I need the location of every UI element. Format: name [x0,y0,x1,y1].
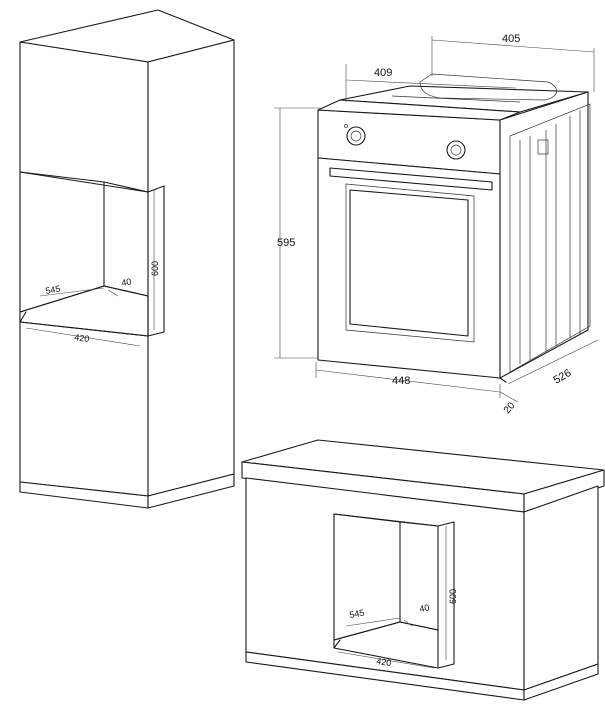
tall-cabinet-plinth-side [147,473,235,509]
under-cabinet-side [523,485,599,691]
under-dim-width: 420 [376,656,392,668]
knob-right-icon [446,140,466,160]
tall-dim-gap: 40 [121,276,133,288]
oven-dim-depth-side: 526 [552,367,574,387]
tall-dim-depth: 545 [45,284,62,296]
under-dim-depth: 545 [349,608,366,620]
under-dim-height: 600 [448,589,458,604]
tall-dim-height: 600 [150,261,160,276]
under-cabinet: 545 40 600 420 [241,439,605,701]
oven-top-duct [419,73,557,101]
oven-window [349,189,469,337]
oven-dim-depth-top: 409 [374,67,392,79]
oven-dim-height: 595 [277,237,295,249]
oven-handle [329,167,493,191]
under-cabinet-niche [333,513,439,669]
oven-side [499,91,589,379]
oven-dim-width-top: 405 [502,33,520,45]
tall-dim-width: 420 [74,332,90,344]
under-dim-gap: 40 [419,602,431,614]
oven-dim-trim: 20 [502,400,518,416]
tall-cabinet: 545 40 600 420 [19,9,235,509]
knob-left-icon [346,126,366,146]
tall-cabinet-niche [19,171,149,337]
oven: 405 409 595 448 526 20 [274,33,599,416]
oven-dim-width-front: 448 [392,375,410,387]
tall-cabinet-side [147,39,235,497]
